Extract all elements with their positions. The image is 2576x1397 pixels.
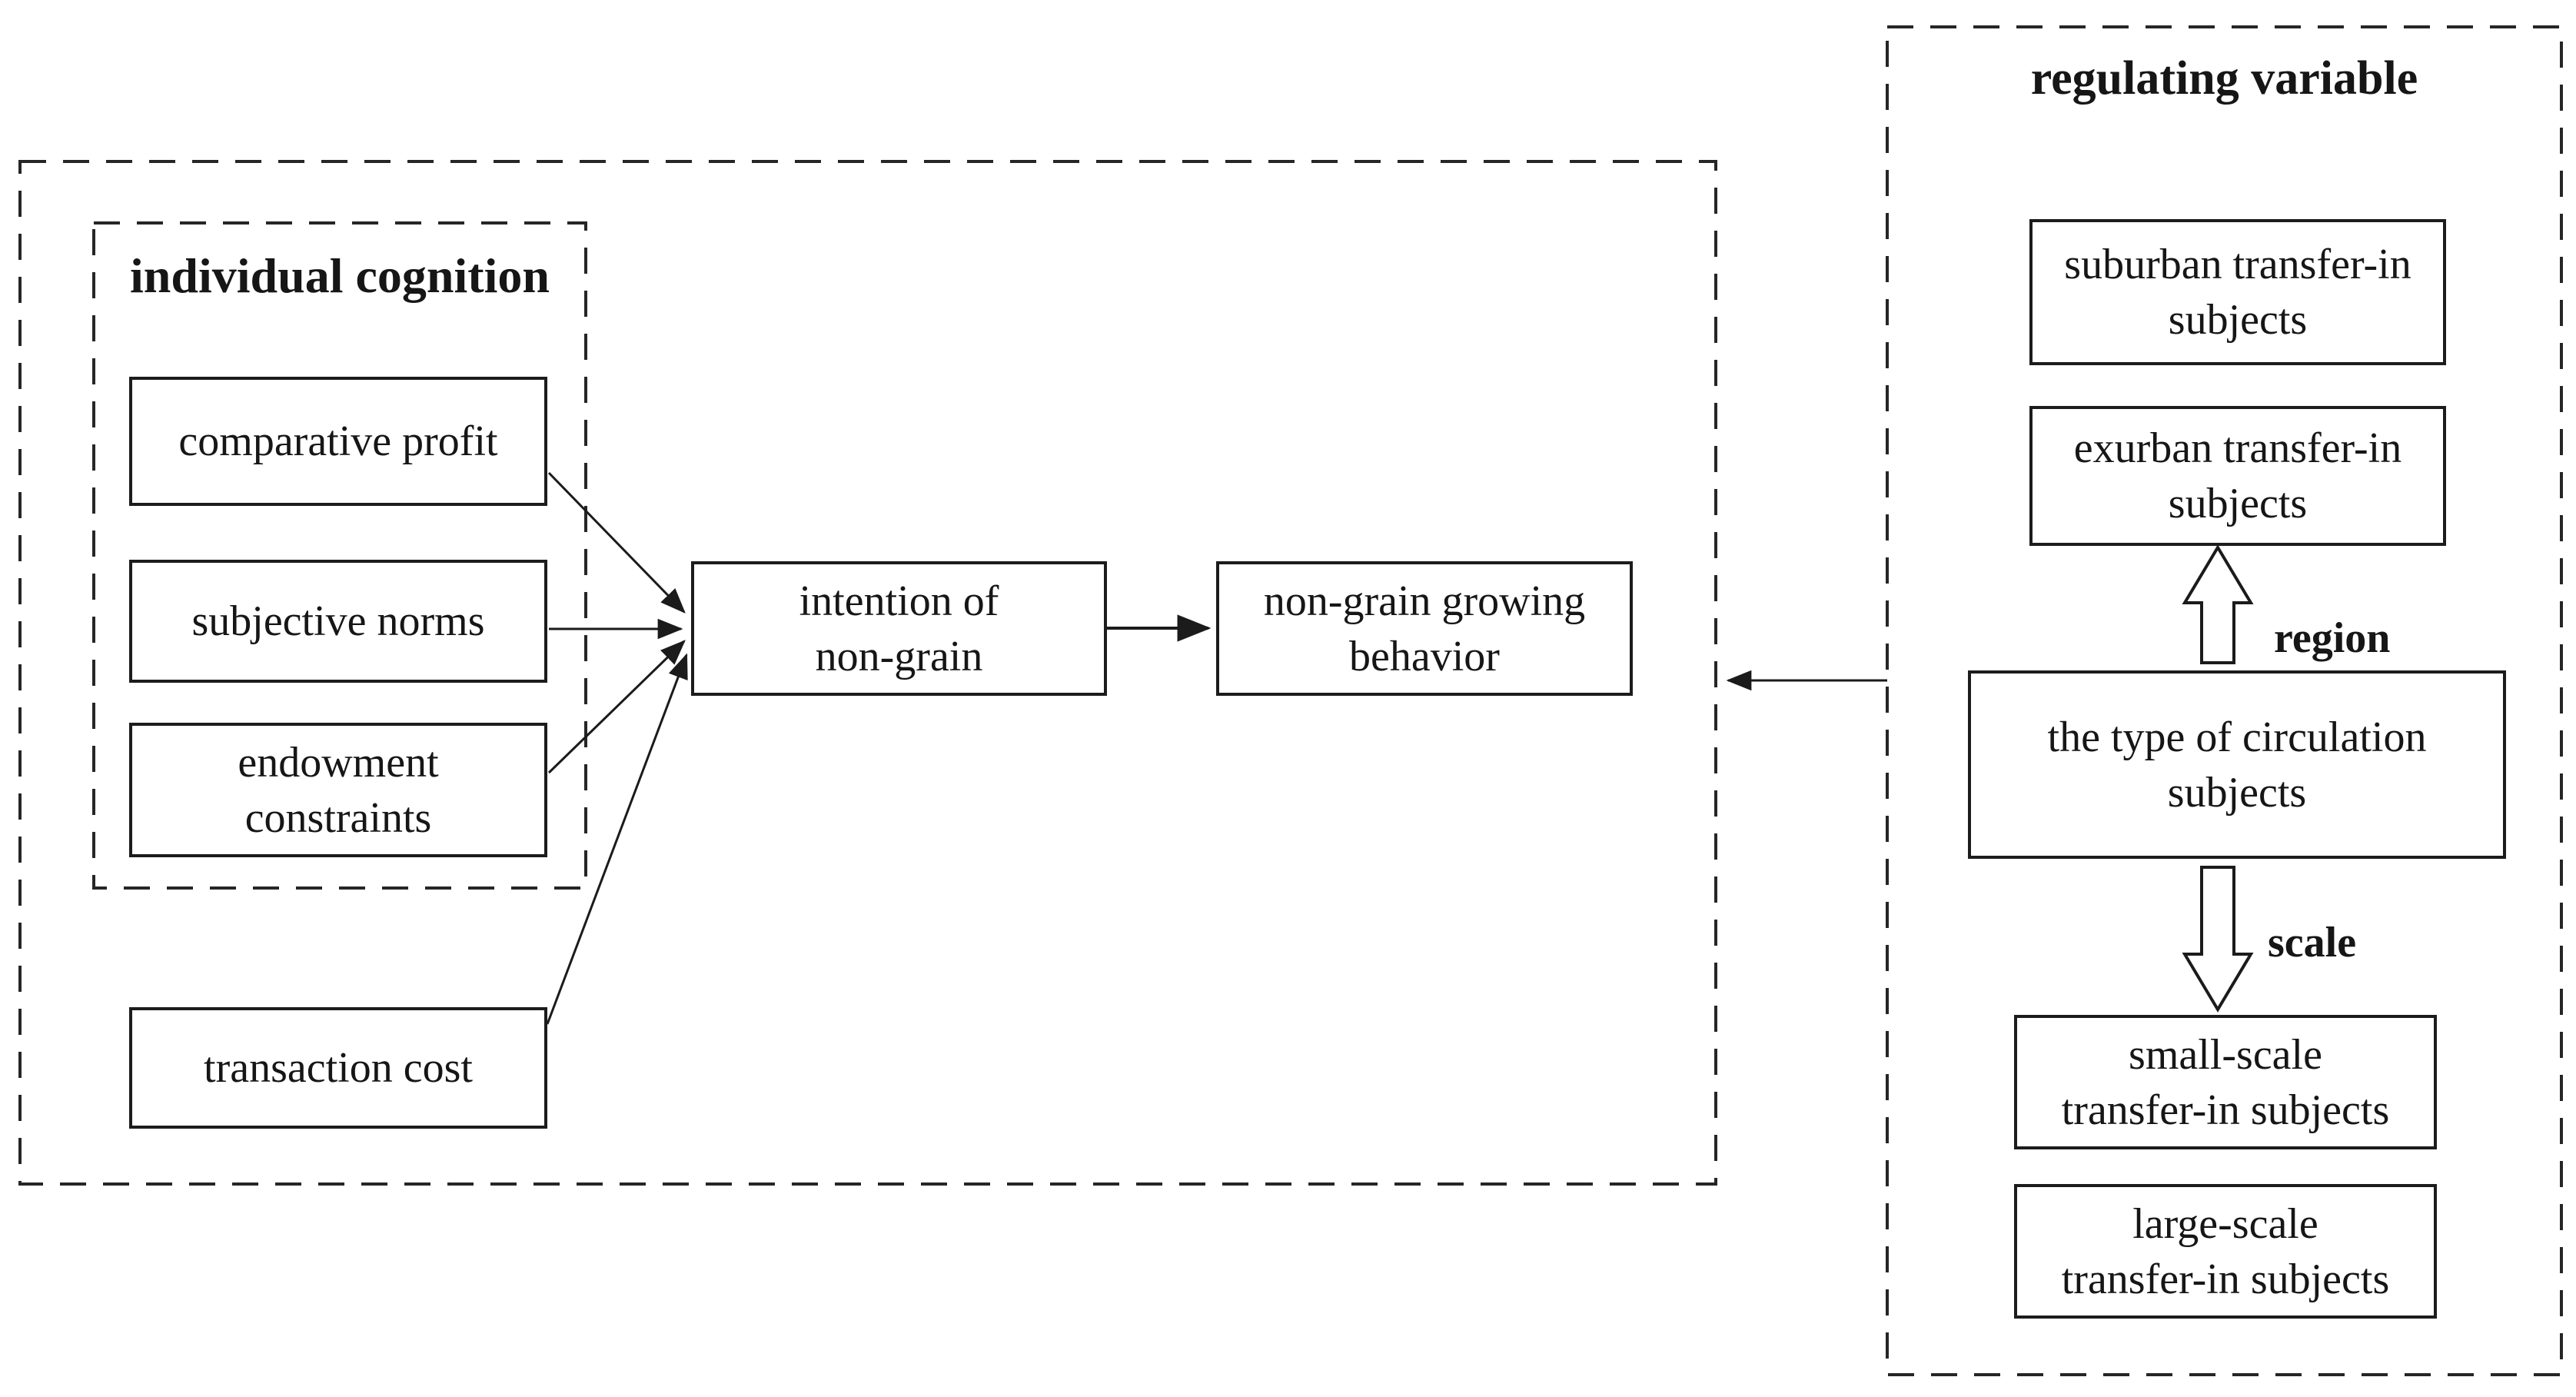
behavior-label-line1: non-grain growing xyxy=(1263,577,1586,625)
comparative-profit-label: comparative profit xyxy=(178,417,498,465)
suburban-label-line2: subjects xyxy=(2168,296,2308,344)
box-large-scale-transfer-in: large-scale transfer-in subjects xyxy=(2014,1184,2437,1319)
box-comparative-profit: comparative profit xyxy=(129,377,547,506)
circulation-label-line1: the type of circulation xyxy=(2047,713,2427,761)
region-up-arrow-icon xyxy=(2182,544,2254,664)
regulating-dashed-frame xyxy=(1886,25,2563,1376)
regulating-title-line2: variable xyxy=(2251,52,2418,105)
circulation-label-line2: subjects xyxy=(2167,768,2307,817)
scale-down-arrow-icon xyxy=(2182,866,2254,1013)
arrow-endowment-to-intention xyxy=(547,640,686,774)
box-exurban-transfer-in: exurban transfer-in subjects xyxy=(2029,406,2446,546)
small-scale-label-line2: transfer-in subjects xyxy=(2061,1086,2390,1134)
region-caption: region xyxy=(2274,615,2390,661)
cognition-title-line2: cognition xyxy=(355,248,550,303)
suburban-label-line1: suburban transfer-in xyxy=(2064,241,2411,288)
small-scale-label-line1: small-scale xyxy=(2129,1030,2322,1079)
box-non-grain-growing-behavior: non-grain growing behavior xyxy=(1216,561,1633,696)
behavior-label-line2: behavior xyxy=(1349,632,1500,680)
cognition-title-line1: individual xyxy=(130,248,344,303)
box-small-scale-transfer-in: small-scale transfer-in subjects xyxy=(2014,1015,2437,1149)
endowment-label-line2: constraints xyxy=(244,793,432,842)
arrow-transaction-to-intention xyxy=(546,653,688,1025)
large-scale-label-line2: transfer-in subjects xyxy=(2061,1255,2390,1303)
cognition-group-title: individual cognition xyxy=(94,244,586,308)
transaction-cost-label: transaction cost xyxy=(204,1044,473,1092)
endowment-label-line1: endowment xyxy=(238,738,439,787)
outer-dashed-frame xyxy=(18,160,1717,1186)
scale-caption-text: scale xyxy=(2268,919,2357,966)
box-subjective-norms: subjective norms xyxy=(129,560,547,683)
box-type-of-circulation-subjects: the type of circulation subjects xyxy=(1968,670,2506,859)
intention-label-line2: non-grain xyxy=(815,632,983,680)
subjective-norms-label: subjective norms xyxy=(191,597,485,645)
cognition-dashed-frame xyxy=(92,221,587,890)
scale-caption: scale xyxy=(2268,920,2356,966)
box-endowment-constraints: endowment constraints xyxy=(129,723,547,857)
regulating-group-title: regulating variable xyxy=(1887,48,2561,109)
box-suburban-transfer-in: suburban transfer-in subjects xyxy=(2029,219,2446,365)
box-intention-of-non-grain: intention of non-grain xyxy=(691,561,1107,696)
arrow-comparative-to-intention xyxy=(547,471,686,614)
region-caption-text: region xyxy=(2274,614,2391,662)
regulating-title-line1: regulating xyxy=(2030,52,2239,105)
box-transaction-cost: transaction cost xyxy=(129,1007,547,1129)
exurban-label-line2: subjects xyxy=(2168,480,2308,527)
intention-label-line1: intention of xyxy=(799,577,999,625)
large-scale-label-line1: large-scale xyxy=(2132,1199,2318,1248)
exurban-label-line1: exurban transfer-in xyxy=(2073,424,2402,472)
